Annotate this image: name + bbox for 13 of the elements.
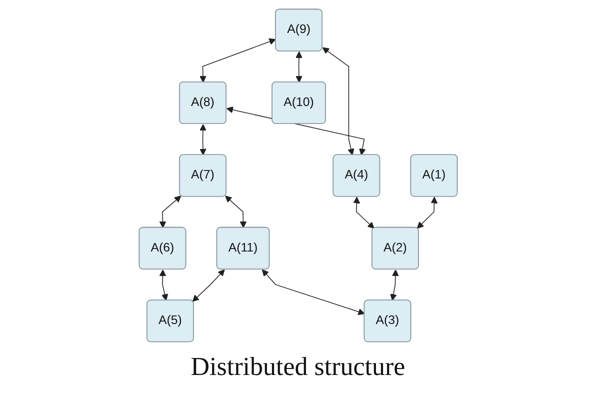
arrow [322, 46, 354, 155]
arrow [159, 268, 168, 300]
arrow [159, 195, 181, 228]
arrow [390, 268, 399, 300]
arrow [192, 268, 225, 302]
arrow [199, 124, 206, 155]
arrow [224, 195, 246, 228]
arrow [295, 50, 302, 82]
caption: Distributed structure [190, 352, 406, 382]
arrow [262, 268, 365, 315]
arrow [353, 196, 374, 228]
arrow [199, 38, 276, 82]
arrow [416, 196, 438, 228]
